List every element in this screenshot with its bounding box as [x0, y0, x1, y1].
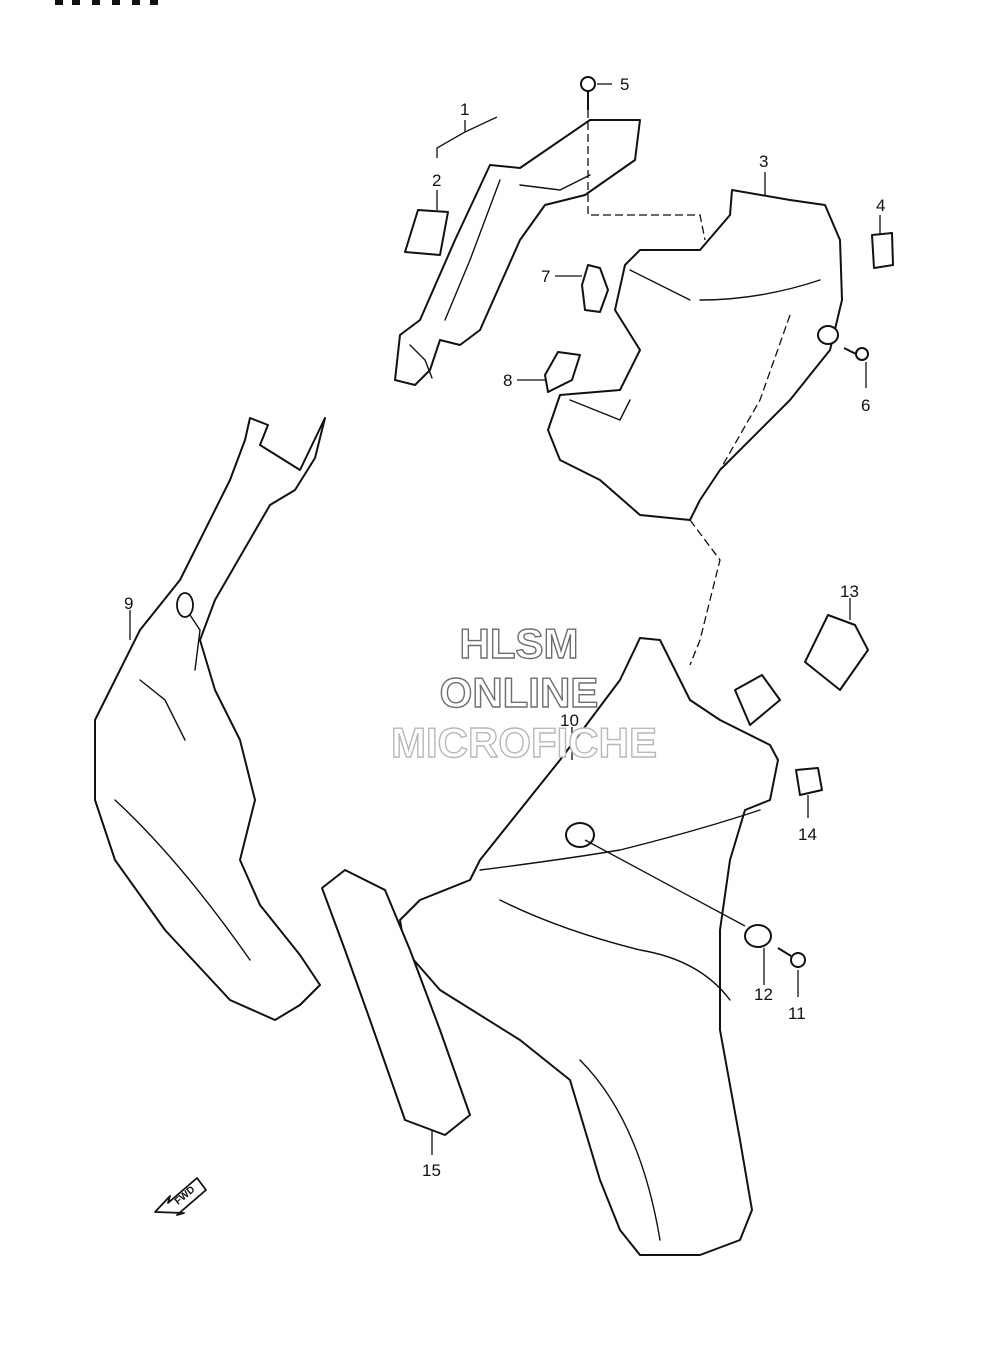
watermark-line-2: ONLINE: [440, 669, 599, 716]
callout-3: 3: [759, 152, 768, 171]
callout-1: 1: [460, 100, 469, 119]
part-4-clip[interactable]: [871, 232, 894, 269]
part-13-pad[interactable]: [804, 614, 869, 691]
callout-5: 5: [620, 75, 629, 94]
part-11-screw[interactable]: [777, 947, 806, 968]
part-12-grommet[interactable]: [584, 839, 772, 948]
callout-12: 12: [754, 985, 773, 1004]
callout-15: 15: [422, 1161, 441, 1180]
callout-4: 4: [876, 196, 885, 215]
part-1-inner-bracket[interactable]: [394, 119, 641, 386]
callout-6: 6: [861, 396, 870, 415]
part-3-upper-leg-shield[interactable]: [547, 189, 843, 521]
callout-7: 7: [541, 267, 550, 286]
watermark: HLSM ONLINE MICROFICHE: [390, 619, 657, 766]
callout-8: 8: [503, 371, 512, 390]
callout-labels: 1 2 3 4 5 6 7 8 9 10 11 12 13 14 15: [124, 75, 885, 1180]
part-5-screw[interactable]: [580, 76, 706, 241]
part-7-pad[interactable]: [581, 264, 609, 313]
part-14-clip[interactable]: [795, 767, 823, 796]
callout-9: 9: [124, 594, 133, 613]
callout-10: 10: [560, 711, 579, 730]
callout-14: 14: [798, 825, 817, 844]
callout-13: 13: [840, 582, 859, 601]
part-8-pad[interactable]: [544, 351, 581, 393]
callout-11: 11: [788, 1004, 806, 1023]
part-2-plate[interactable]: [404, 209, 449, 256]
leader-lines: [129, 83, 881, 1155]
callout-2: 2: [432, 171, 441, 190]
watermark-line-3: MICROFICHE: [391, 719, 657, 766]
part-9-left-side-cover[interactable]: [94, 417, 326, 1021]
fwd-arrow-icon: FWD: [154, 1177, 207, 1216]
part-10-main-leg-shield[interactable]: [399, 519, 781, 1256]
part-6-screw[interactable]: [843, 347, 869, 361]
cropped-heading-fragment: [55, 0, 158, 5]
watermark-line-1: HLSM: [460, 620, 579, 667]
part-15-strip[interactable]: [321, 869, 471, 1136]
